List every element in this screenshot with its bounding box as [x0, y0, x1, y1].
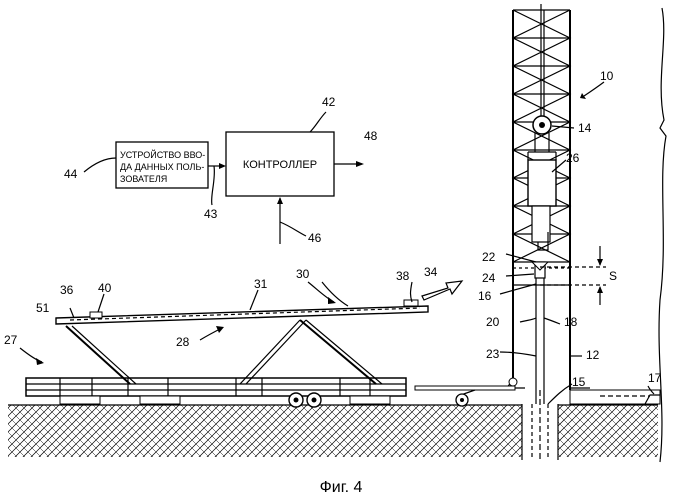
block-diagram: УСТРОЙСТВО ВВО- ДА ДАННЫХ ПОЛЬ- ЗОВАТЕЛЯ…	[84, 112, 364, 244]
pipe-handler	[26, 300, 428, 407]
ref-28: 28	[176, 335, 190, 349]
ref-12: 12	[586, 348, 600, 362]
ref-14: 14	[578, 121, 592, 135]
ref-27: 27	[4, 333, 18, 347]
ref-24: 24	[482, 271, 496, 285]
ref-34: 34	[424, 265, 438, 279]
ref-16: 16	[478, 289, 492, 303]
reference-numerals: 10 14 26 22 24 16 S 20 18 23 12 15 17 38…	[4, 69, 662, 389]
drilling-tower	[415, 4, 660, 406]
ref-38: 38	[396, 269, 410, 283]
ref-46: 46	[308, 231, 322, 245]
ref-20: 20	[486, 315, 500, 329]
ref-17: 17	[648, 371, 662, 385]
ref-48: 48	[364, 129, 378, 143]
input-device-line-3: ЗОВАТЕЛЯ	[120, 174, 167, 184]
ref-23: 23	[486, 347, 500, 361]
ref-30: 30	[296, 267, 310, 281]
gap-indicator	[540, 246, 606, 305]
controller-label: КОНТРОЛЛЕР	[243, 159, 317, 171]
movement-arrow-icon	[422, 281, 462, 300]
input-device-line-1: УСТРОЙСТВО ВВО-	[120, 149, 205, 160]
ref-31: 31	[254, 277, 268, 291]
leader-lines	[20, 82, 654, 404]
ref-26: 26	[566, 151, 580, 165]
ref-18: 18	[564, 315, 578, 329]
ref-22: 22	[482, 250, 496, 264]
ref-15: 15	[572, 375, 586, 389]
gap-s-label: S	[609, 269, 617, 283]
ref-42: 42	[322, 95, 336, 109]
figure-caption: Фиг. 4	[320, 479, 363, 496]
ref-36: 36	[60, 283, 74, 297]
ref-40: 40	[98, 281, 112, 295]
ground-hatch	[8, 405, 658, 457]
input-device-line-2: ДА ДАННЫХ ПОЛЬ-	[120, 162, 204, 172]
ref-10: 10	[600, 69, 614, 83]
ref-44: 44	[64, 167, 78, 181]
ref-43: 43	[204, 207, 218, 221]
ref-51: 51	[36, 301, 50, 315]
